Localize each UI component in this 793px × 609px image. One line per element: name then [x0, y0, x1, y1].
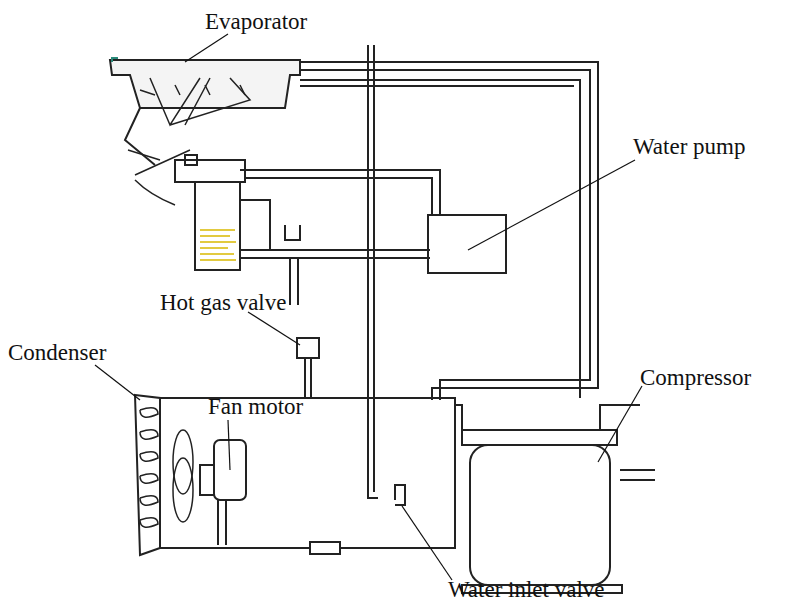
- part-label: Compressor: [640, 365, 751, 391]
- part-label: Water pump: [633, 134, 745, 160]
- part-label: Water inlet valve: [448, 577, 605, 603]
- part-label: Hot gas valve: [160, 290, 286, 316]
- part-label: Fan motor: [208, 394, 303, 420]
- part-label: Evaporator: [205, 9, 307, 35]
- part-label: Condenser: [8, 340, 106, 366]
